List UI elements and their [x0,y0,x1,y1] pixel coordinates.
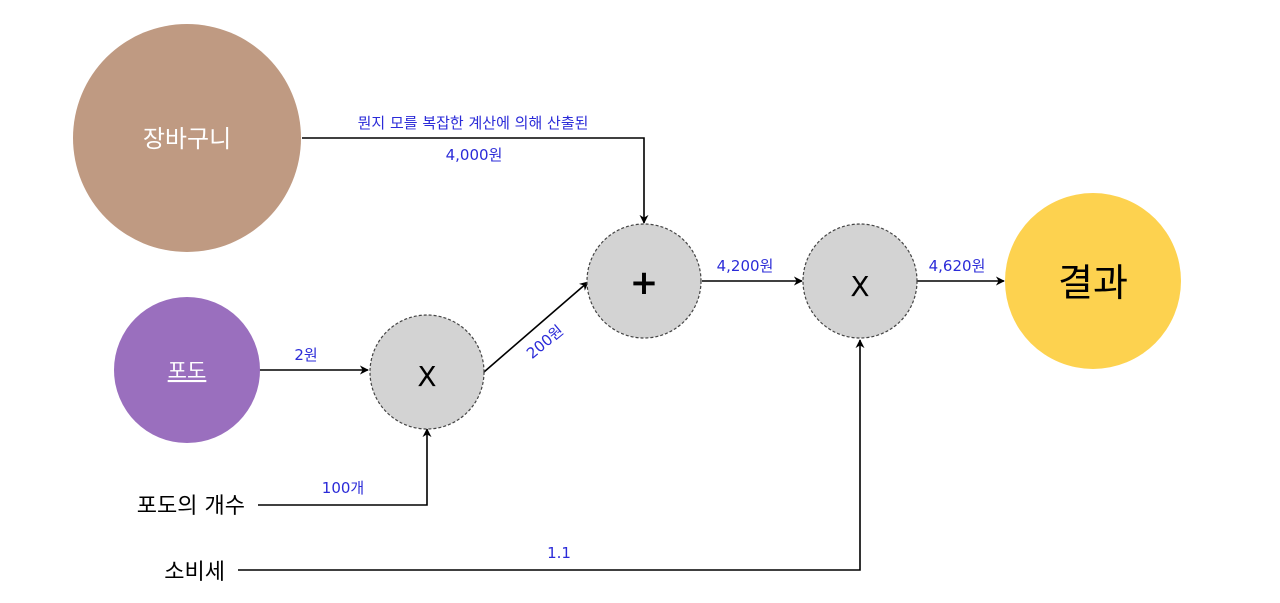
multiply-grape-symbol: X [417,360,436,393]
grape-count-input-label: 포도의 개수 [137,494,245,519]
tax-value-label: 1.1 [547,544,571,562]
result-node-label: 결과 [1058,261,1128,305]
final-value-label: 4,620원 [929,257,986,275]
grape-node [114,297,260,443]
basket-value-label: 4,000원 [446,146,503,164]
multiply-tax-node [802,223,918,339]
grape-price-label: 2원 [294,346,317,364]
basket-note-label: 뭔지 모를 복잡한 계산에 의해 산출된 [358,114,589,132]
basket-node-label: 장바구니 [143,125,231,153]
edge-multiply-to-add [483,281,589,373]
sum-label: 4,200원 [717,257,774,275]
edge-basket-to-add [302,137,649,224]
grape-node-label: 포도 [168,359,207,383]
multiply-grape-node [369,314,485,430]
result-node [1005,193,1181,369]
edge-tax-to-multiply [238,339,865,571]
grape-count-value-label: 100개 [322,479,364,497]
add-node [586,223,702,339]
grape-subtotal-label: 200원 [523,321,567,362]
basket-node [73,24,301,252]
tax-input-label: 소비세 [164,560,225,585]
multiply-tax-symbol: X [850,270,869,303]
edge-count-to-multiply [258,428,432,506]
add-symbol: + [630,263,659,303]
